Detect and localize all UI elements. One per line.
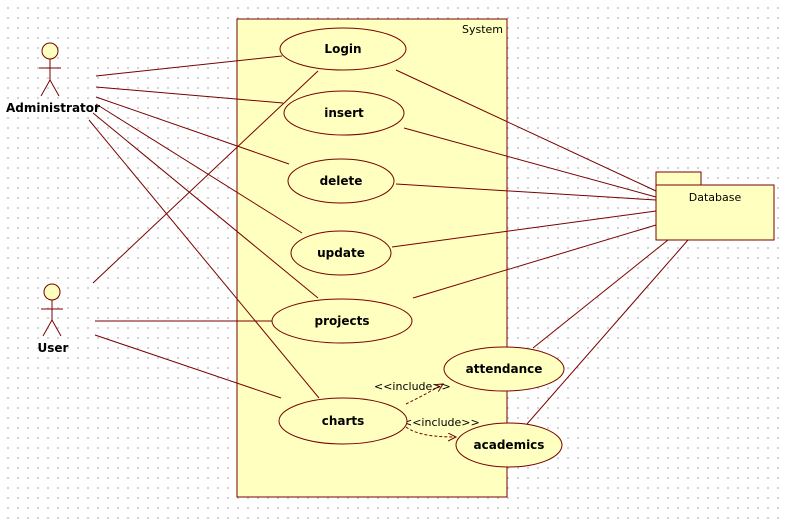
include-label-academics: <<include>> [403, 416, 480, 429]
use-case-charts-label: charts [322, 414, 365, 428]
package-body [655, 184, 775, 241]
system-label: System [462, 23, 503, 36]
use-case-update-label: update [317, 246, 365, 260]
use-case-login[interactable]: Login [279, 27, 407, 71]
actor-administrator[interactable] [39, 42, 61, 97]
assoc-admin-insert [95, 86, 284, 104]
use-case-attendance[interactable]: attendance [443, 346, 565, 392]
use-case-delete[interactable]: delete [287, 158, 395, 204]
actor-user-label: User [38, 341, 69, 355]
package-tab [655, 171, 702, 186]
associations [88, 55, 689, 425]
actor-user[interactable] [41, 283, 63, 337]
use-case-update[interactable]: update [290, 230, 392, 276]
include-dependencies [405, 384, 456, 437]
assoc-login-database [395, 69, 657, 192]
assoc-insert-database [403, 127, 657, 198]
use-case-academics[interactable]: academics [455, 422, 563, 468]
actor-administrator-label: Administrator [6, 101, 100, 115]
use-case-insert-label: insert [324, 106, 364, 120]
use-case-charts[interactable]: charts [278, 397, 408, 445]
use-case-insert[interactable]: insert [283, 90, 405, 136]
assoc-update-database [391, 210, 657, 248]
actor-user-head [43, 283, 61, 301]
assoc-user-login [92, 70, 319, 284]
assoc-delete-database [395, 183, 657, 201]
assoc-admin-login [95, 55, 283, 77]
assoc-user-charts [94, 334, 282, 399]
use-case-projects-label: projects [315, 314, 370, 328]
assoc-admin-update [95, 103, 303, 234]
include-charts-academics [405, 426, 456, 437]
database-package[interactable]: Database [655, 171, 775, 241]
use-case-attendance-label: attendance [466, 362, 543, 376]
use-case-projects[interactable]: projects [271, 298, 413, 344]
use-case-academics-label: academics [474, 438, 545, 452]
assoc-admin-delete [95, 96, 290, 165]
assoc-admin-projects [92, 112, 319, 299]
use-case-delete-label: delete [320, 174, 363, 188]
assoc-attendance-database [532, 239, 669, 349]
include-label-attendance: <<include>> [374, 380, 451, 393]
assoc-academics-database [526, 239, 689, 425]
package-label: Database [689, 191, 742, 204]
actor-administrator-head [41, 42, 59, 60]
assoc-projects-database [412, 224, 657, 299]
assoc-admin-charts [88, 119, 320, 399]
include-charts-attendance [405, 384, 443, 405]
use-case-login-label: Login [324, 42, 361, 56]
